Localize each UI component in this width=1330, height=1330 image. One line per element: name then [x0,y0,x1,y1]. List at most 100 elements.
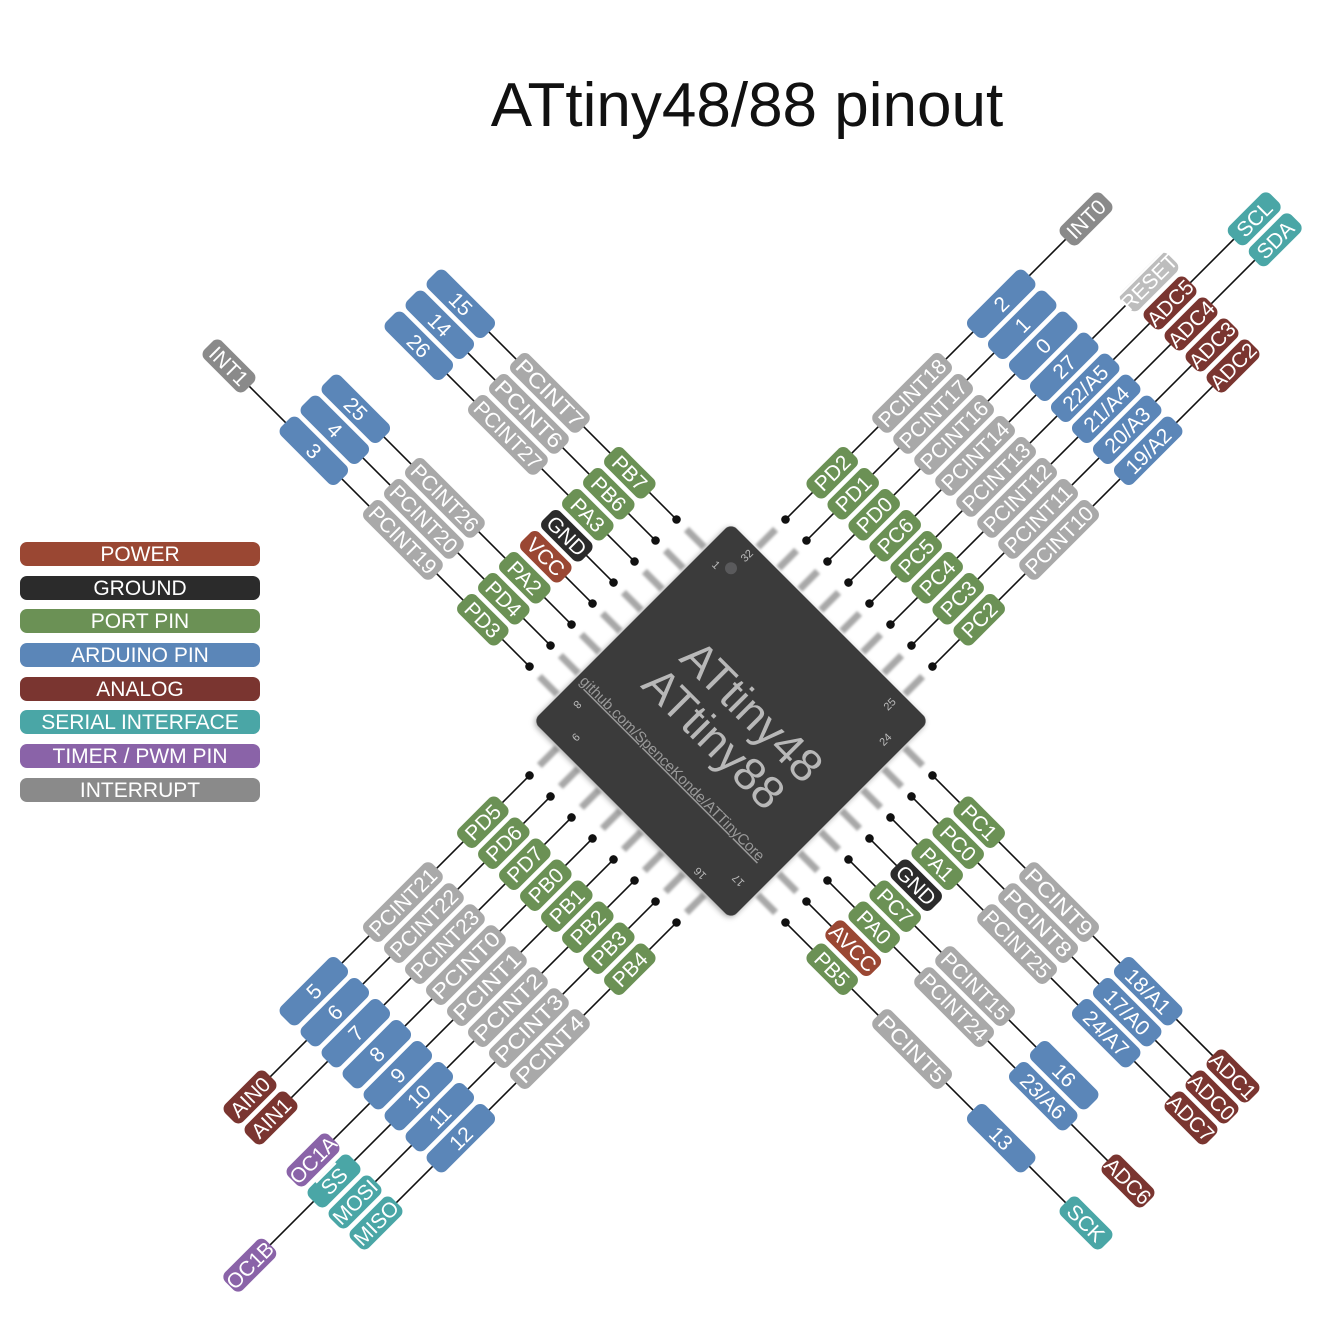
pin-stub [641,568,665,592]
pin-label-box [342,1019,412,1089]
legend: POWER GROUND PORT PIN ARDUINO PIN ANALOG… [20,542,260,812]
pin-label-box [349,1196,403,1250]
pin-label-box [489,988,569,1068]
pin-stub [557,652,581,676]
pin-label-box [1185,1070,1239,1124]
pin-label-box [520,531,572,583]
pin-label-port: PD1 [827,468,879,520]
pin-label-box [541,880,593,932]
pin-dot [588,834,597,843]
pin-dot [823,876,832,885]
legend-ground: GROUND [20,575,260,600]
pin-label-box [1113,956,1183,1026]
pin-label-arduino: 9 [363,1040,433,1110]
pin-label-box [825,920,882,977]
pin-label-box [932,573,984,625]
pin-label-box [806,447,858,499]
pin-label-box [405,458,485,538]
pin-stub [620,589,644,613]
pin-dot [781,918,790,927]
pin-label-box [869,510,921,562]
pin-label-box [405,1082,475,1152]
pin-label-box [977,904,1057,984]
pin-label-box [1029,1040,1099,1110]
pin-label-box [279,956,349,1026]
pin-stub [662,547,686,571]
pin-label-box [1059,192,1113,246]
pin-label-box [1164,1091,1218,1145]
pin-label-box [499,838,551,890]
pin-label-box [953,594,1005,646]
pin-dot [802,897,811,906]
pin-label-box [869,880,921,932]
page-title: ATtiny48/88 pinout [490,71,1004,140]
pin-stub [662,871,686,895]
pin-label-box [478,573,530,625]
pin-stub [557,766,581,790]
pin-label-box [604,943,656,995]
pin-label-box [426,925,506,1005]
pin-stub [536,673,560,697]
pin-label-box [583,922,635,974]
pin-label-box [426,269,496,339]
pin-label-text: OC1B [222,1238,279,1295]
pin-label-arduino: 13 [966,1103,1036,1173]
pin-label-box [223,1070,277,1124]
pin-dot [672,918,681,927]
pin-label-box [1119,252,1179,312]
pin-label-box [932,817,984,869]
pin-label-box [914,967,994,1047]
pin-label-box [1019,500,1099,580]
pin-stub [797,850,821,874]
pin-dot [928,771,937,780]
pin-label-box [244,1091,298,1145]
legend-serial-interface: SERIAL INTERFACE [20,710,260,735]
pin-stub [683,526,707,550]
pin-label-box [872,1009,952,1089]
pin-label-box [510,353,590,433]
pin-stub [818,589,842,613]
pin-label-box [583,468,635,520]
pin-label-box [363,862,443,942]
pin-label-box [405,290,475,360]
chip-body [536,526,926,916]
pin-label-box [998,883,1078,963]
pin-stub [755,892,779,916]
pin-label-box [426,1103,496,1173]
pin-dot [823,557,832,566]
pin-label-box [1071,374,1141,444]
pin-stub [881,766,905,790]
pin-dot [907,792,916,801]
pin-label-box [966,1103,1036,1173]
pin-label-box [1206,1049,1260,1103]
pin-dot [865,834,874,843]
pin-dot [907,641,916,650]
pin-dot [781,515,790,524]
legend-arduino-pin: ARDUINO PIN [20,643,260,668]
pin-stub [599,808,623,832]
pin-label-box [1101,1154,1155,1208]
pin-stub [902,745,926,769]
pin-label-pcint: PCINT5 [872,1009,952,1089]
pin-dot [886,620,895,629]
pin-label-box [384,1061,454,1131]
pin-label-port: PA3 [562,489,614,541]
pin-label-box [321,998,391,1068]
pin-label-box [911,552,963,604]
pin-label-box [1185,318,1239,372]
pin-label-box [1206,339,1260,393]
pin-dot [588,599,597,608]
pin-label-box [1008,1061,1078,1131]
pin-label-box [468,967,548,1047]
pin-label-box [1092,977,1162,1047]
pin-dot [928,662,937,671]
pin-label-box [541,510,593,562]
pin-stub [578,631,602,655]
pin-dot [546,641,555,650]
pin-label-box [279,416,349,486]
pin-dot [651,536,660,545]
pin-dot [844,578,853,587]
pin-label-box [562,901,614,953]
legend-interrupt: INTERRUPT [20,777,260,802]
pin-stub [536,745,560,769]
